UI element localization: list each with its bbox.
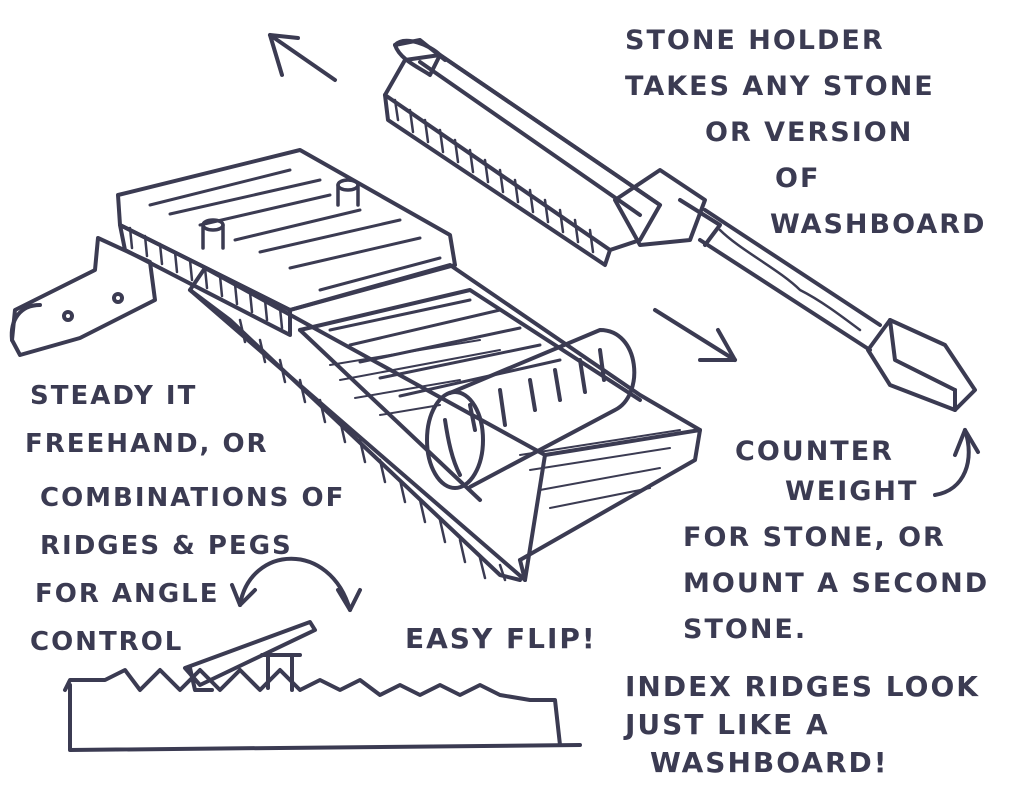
ridge-cross-section xyxy=(63,620,582,752)
note-line: FOR ANGLE xyxy=(35,579,220,609)
arrow-down-right xyxy=(653,308,737,362)
arrow-counterweight xyxy=(933,428,980,497)
note-line: MOUNT A SECOND xyxy=(683,568,990,599)
sharpening-base xyxy=(116,148,702,582)
counterweight-box xyxy=(866,318,977,412)
arrow-up-left xyxy=(268,33,337,82)
holder-hatching xyxy=(393,98,595,254)
tray-shading xyxy=(329,339,681,509)
note-line: COMBINATIONS OF xyxy=(40,483,346,513)
note-line: STONE HOLDER xyxy=(625,25,885,56)
note-line: WASHBOARD xyxy=(770,209,987,240)
counterweight-rod xyxy=(698,208,882,352)
note-line: TAKES ANY STONE xyxy=(625,71,935,102)
note-line: RIDGES & PEGS xyxy=(40,531,293,561)
note-steady: STEADY IT FREEHAND, OR COMBINATIONS OF R… xyxy=(25,372,345,666)
arrow-flip xyxy=(230,556,362,612)
note-line: STONE. xyxy=(683,614,808,645)
note-line: JUST LIKE A xyxy=(625,708,830,741)
note-line: WEIGHT xyxy=(785,476,919,507)
note-stone-holder: STONE HOLDER TAKES ANY STONE OR VERSION … xyxy=(625,18,986,248)
note-line: INDEX RIDGES LOOK xyxy=(625,670,980,703)
base-handle xyxy=(9,236,157,357)
note-line: FREEHAND, OR xyxy=(25,429,269,459)
note-line: STEADY IT xyxy=(30,381,198,411)
note-easy-flip: EASY FLIP! xyxy=(405,622,597,655)
base-hatching xyxy=(128,226,507,582)
note-line: CONTROL xyxy=(30,627,184,657)
note-line: OR VERSION xyxy=(705,117,914,148)
note-line: WASHBOARD! xyxy=(650,746,889,779)
note-line: FOR STONE, OR xyxy=(683,522,946,553)
angle-pegs xyxy=(201,178,360,250)
note-line: OF xyxy=(775,163,821,194)
note-counter-weight: COUNTER WEIGHT xyxy=(735,432,918,512)
note-second-stone: FOR STONE, OR MOUNT A SECOND STONE. xyxy=(683,515,989,653)
stone-holder-bar xyxy=(383,38,722,267)
note-line: EASY FLIP! xyxy=(405,622,597,655)
stone-roll xyxy=(425,328,637,490)
note-line: COUNTER xyxy=(735,436,894,467)
top-ridge-lines xyxy=(148,168,562,398)
note-index-ridges: INDEX RIDGES LOOK JUST LIKE A WASHBOARD! xyxy=(625,668,980,782)
